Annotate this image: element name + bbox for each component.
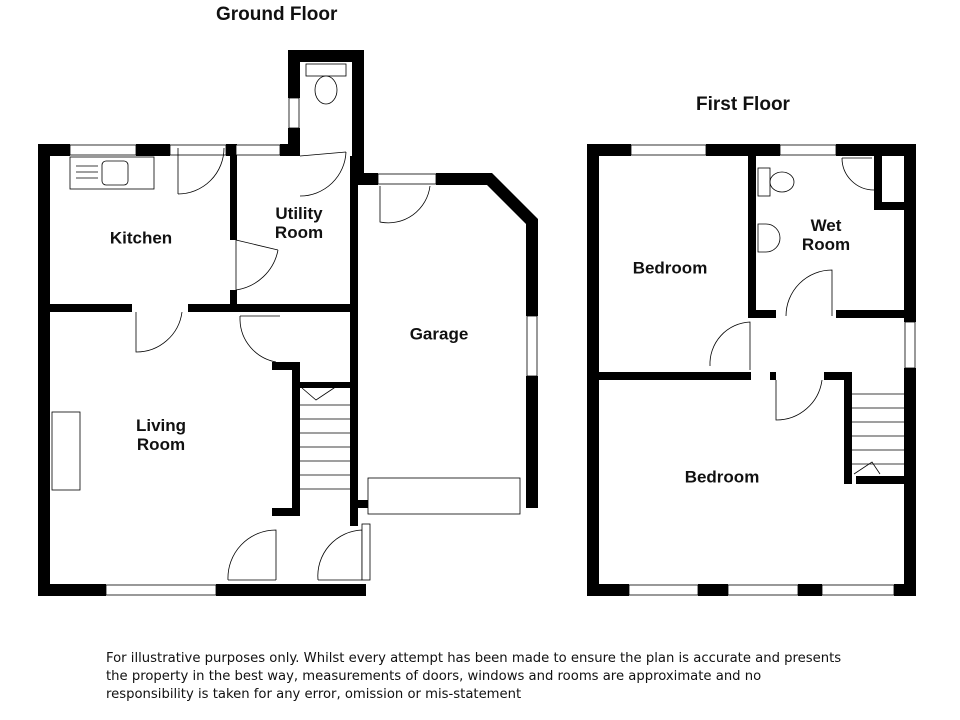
- disclaimer-text: For illustrative purposes only. Whilst e…: [106, 651, 842, 702]
- ground-floor-title: Ground Floor: [216, 4, 338, 25]
- ground-floor-windows: [69, 97, 538, 596]
- bedroom-lower-label: Bedroom: [684, 467, 760, 487]
- first-floor-interior-walls: [599, 156, 904, 484]
- utility-room-label-line2: Room: [274, 223, 324, 242]
- utility-room-label-line1: Utility: [275, 204, 323, 223]
- first-floor-windows: [628, 144, 916, 596]
- first-floor-plan: [587, 144, 916, 596]
- garage-label: Garage: [409, 324, 469, 344]
- ground-floor-interior-walls: [38, 144, 368, 526]
- room-label-utility-room: Utility Room: [275, 204, 323, 242]
- ground-floor-doors: [135, 147, 431, 581]
- living-room-label-line2: Room: [136, 435, 186, 454]
- first-floor-title: First Floor: [696, 94, 790, 115]
- room-label-bedroom-upper: Bedroom: [633, 259, 708, 278]
- bedroom-upper-label: Bedroom: [632, 258, 708, 278]
- room-label-garage: Garage: [410, 325, 469, 344]
- room-label-living-room: Living Room: [136, 416, 186, 454]
- ground-floor-stairs: [300, 383, 350, 490]
- kitchen-label: Kitchen: [109, 228, 173, 248]
- living-room-label-line1: Living: [135, 416, 187, 435]
- ground-floor-fixtures: [51, 63, 521, 515]
- first-floor-doors: [709, 157, 875, 421]
- wet-room-label-line1: Wet: [810, 216, 842, 235]
- first-floor-outer-walls: [587, 144, 916, 596]
- first-floor-fixtures: [757, 167, 795, 253]
- wet-room-label-line2: Room: [801, 235, 851, 254]
- room-label-wet-room: Wet Room: [802, 216, 850, 254]
- first-floor-stairs: [852, 393, 904, 475]
- room-label-kitchen: Kitchen: [110, 229, 172, 248]
- ground-floor-plan: [38, 50, 538, 596]
- room-label-bedroom-lower: Bedroom: [685, 468, 760, 487]
